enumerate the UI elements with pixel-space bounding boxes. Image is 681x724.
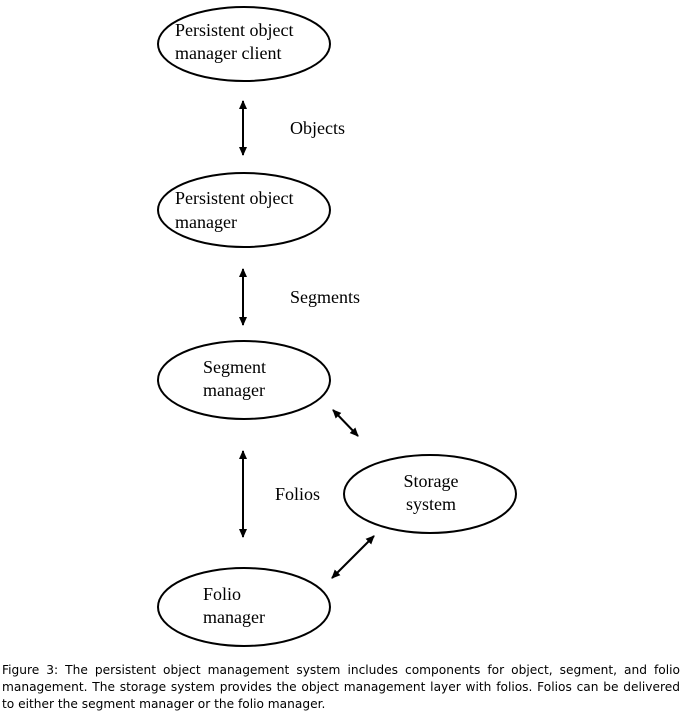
edge-label-objects: Objects [290, 118, 345, 138]
node-label-line1: Folio [203, 584, 241, 604]
node-persistent-object-manager-client: Persistent object manager client [157, 6, 331, 82]
edge-label-segments: Segments [290, 287, 360, 307]
node-segment-manager: Segment manager [157, 340, 331, 420]
figure-caption: Figure 3: The persistent object manageme… [2, 663, 680, 711]
node-folio-manager: Folio manager [157, 567, 331, 647]
edge-label-folios: Folios [275, 484, 320, 504]
node-label-line1: Segment [203, 357, 266, 377]
node-storage-system: Storage system [343, 454, 517, 534]
node-label-line1: Storage [404, 471, 459, 491]
node-label-line2: manager [203, 607, 265, 627]
node-label-line1: Persistent object [175, 20, 293, 40]
node-persistent-object-manager: Persistent object manager [157, 172, 331, 248]
storage-folio-arrow [331, 535, 375, 579]
node-label-line2: manager client [175, 43, 281, 63]
node-label-line2: manager [175, 212, 237, 232]
node-label-line1: Persistent object [175, 188, 293, 208]
node-label-line2: manager [203, 380, 265, 400]
node-label-line2: system [406, 494, 456, 514]
architecture-diagram: Persistent object manager client Objects… [157, 6, 517, 647]
segment-storage-arrow [332, 409, 359, 437]
